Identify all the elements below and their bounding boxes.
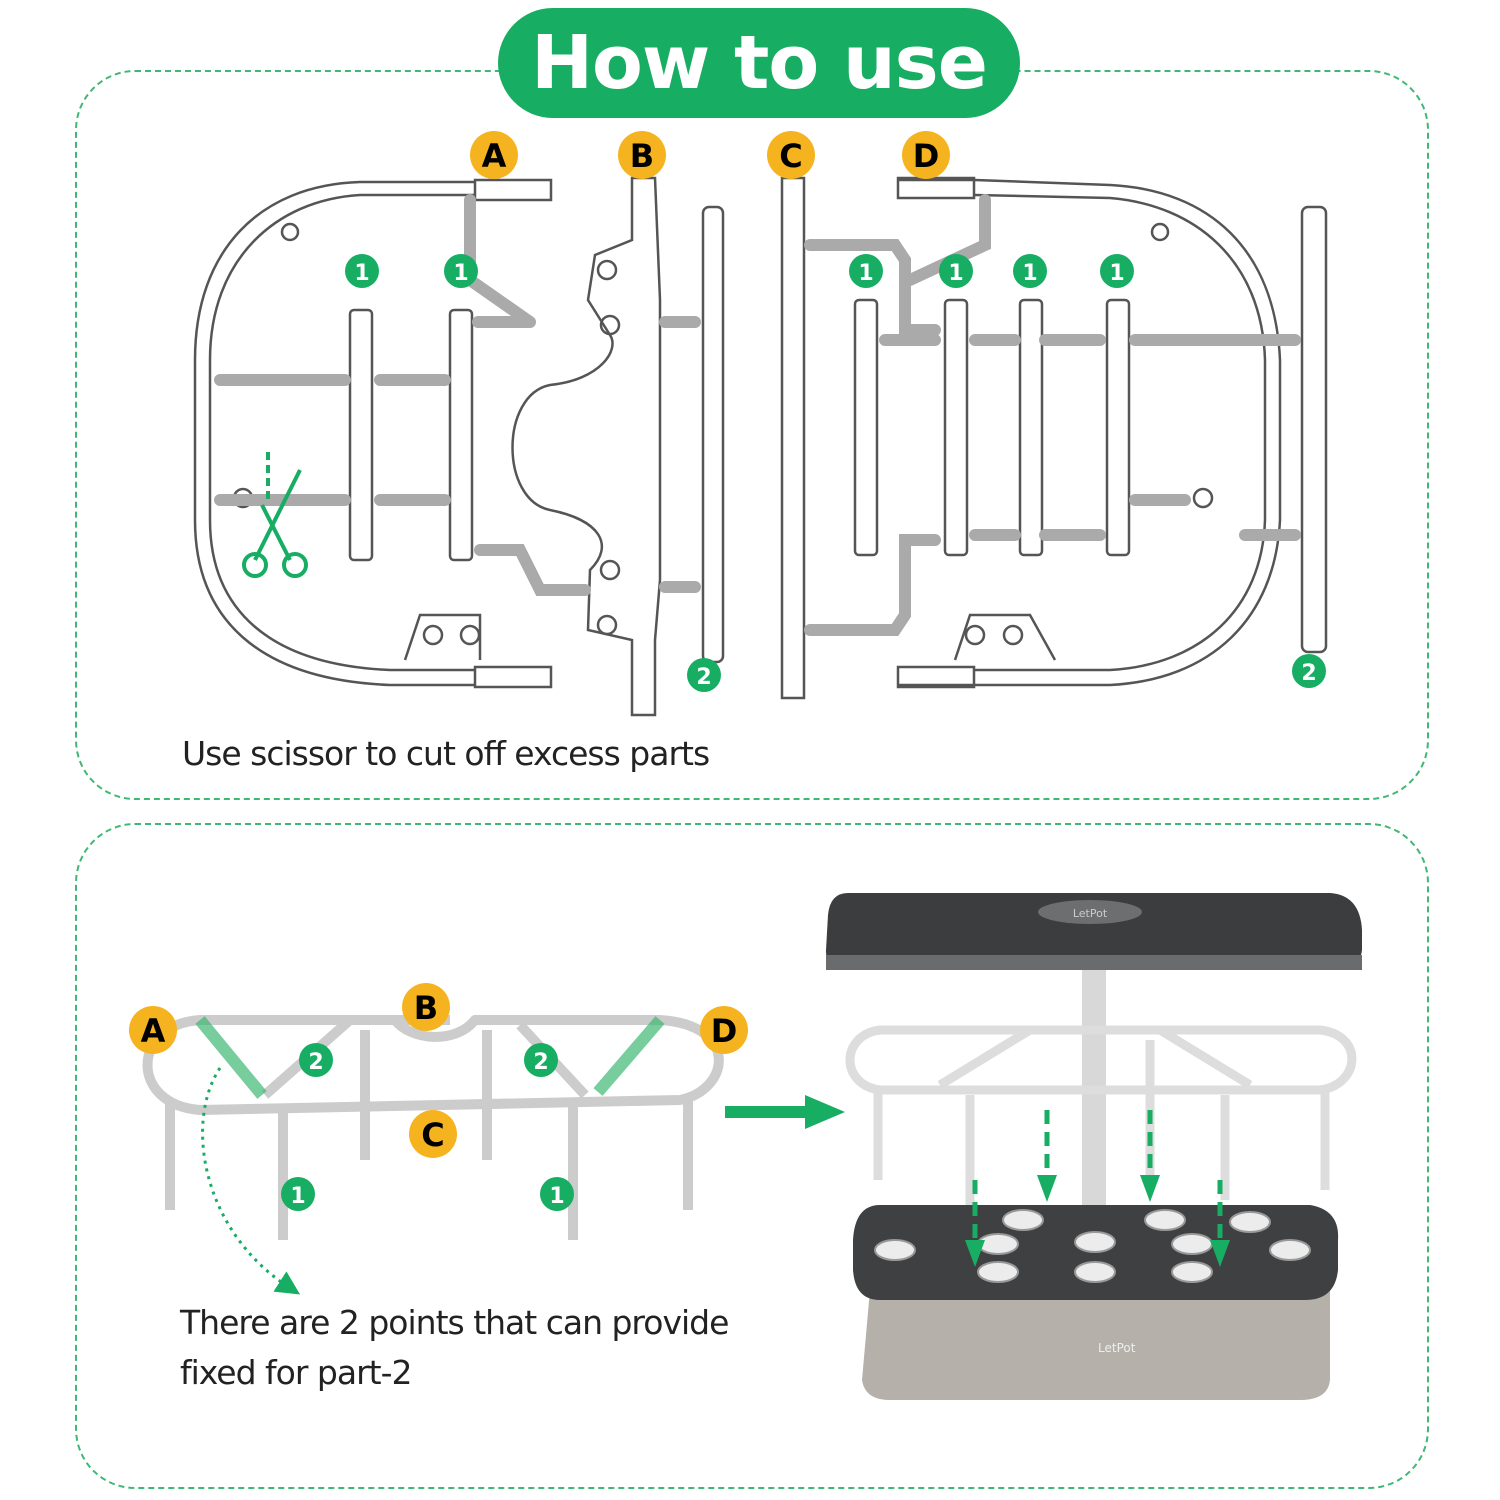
label-a: A [129,1006,177,1054]
svg-text:2: 2 [696,665,711,690]
bottom-part-labels: A B C D 2 2 1 1 [129,983,748,1211]
bottom-caption-line2: fixed for part-2 [180,1353,412,1392]
fixing-points [195,1016,665,1099]
marker-1: 1 [1013,254,1047,288]
svg-text:D: D [711,1012,738,1050]
svg-text:1: 1 [1022,261,1037,286]
marker-1: 1 [939,254,973,288]
label-c: C [409,1110,457,1158]
svg-text:LetPot: LetPot [1098,1341,1136,1355]
svg-text:2: 2 [308,1050,323,1075]
marker-1: 1 [1100,254,1134,288]
svg-text:1: 1 [1109,261,1124,286]
svg-text:2: 2 [533,1050,548,1075]
svg-text:1: 1 [453,261,468,286]
part-b-frame [511,176,662,717]
marker-1: 1 [281,1177,315,1211]
svg-text:A: A [482,137,507,175]
svg-text:LetPot: LetPot [1073,907,1108,920]
page-title: How to use [498,8,1020,118]
scissor-icon [242,452,308,578]
svg-text:1: 1 [948,261,963,286]
marker-1: 1 [444,254,478,288]
marker-2: 2 [524,1043,558,1077]
svg-text:B: B [414,989,438,1027]
grow-lamp [825,893,1362,970]
svg-text:1: 1 [290,1184,305,1209]
svg-text:1: 1 [858,261,873,286]
label-d: D [902,131,950,179]
marker-2: 2 [1292,654,1326,688]
label-b: B [618,131,666,179]
marker-1: 1 [849,254,883,288]
marker-1: 1 [540,1177,574,1211]
insert-arrows [972,1110,1223,1245]
marker-1: 1 [345,254,379,288]
label-b: B [402,983,450,1031]
bottom-step-panel [75,823,1429,1489]
top-part-markers: 1 1 1 1 1 1 2 2 [345,254,1326,692]
top-part-labels: A B C D [470,131,950,179]
dotted-arrow [201,1067,301,1295]
part-a-frame [193,180,475,687]
smart-garden-product: LetPot LetPot [825,893,1362,1400]
marker-2: 2 [299,1043,333,1077]
label-d: D [700,1006,748,1054]
base [862,1290,1330,1400]
part-d-frame [898,178,1282,687]
svg-text:C: C [779,137,802,175]
bottom-caption-line1: There are 2 points that can provide [180,1303,729,1342]
label-c: C [767,131,815,179]
svg-text:2: 2 [1301,661,1316,686]
label-a: A [470,131,518,179]
top-caption: Use scissor to cut off excess parts [182,734,710,773]
svg-text:D: D [913,137,940,175]
svg-text:1: 1 [549,1184,564,1209]
svg-text:1: 1 [354,261,369,286]
svg-text:C: C [421,1116,444,1154]
excess-sprues [214,194,1301,636]
svg-text:A: A [141,1012,166,1050]
marker-2: 2 [687,658,721,692]
svg-text:B: B [630,137,654,175]
